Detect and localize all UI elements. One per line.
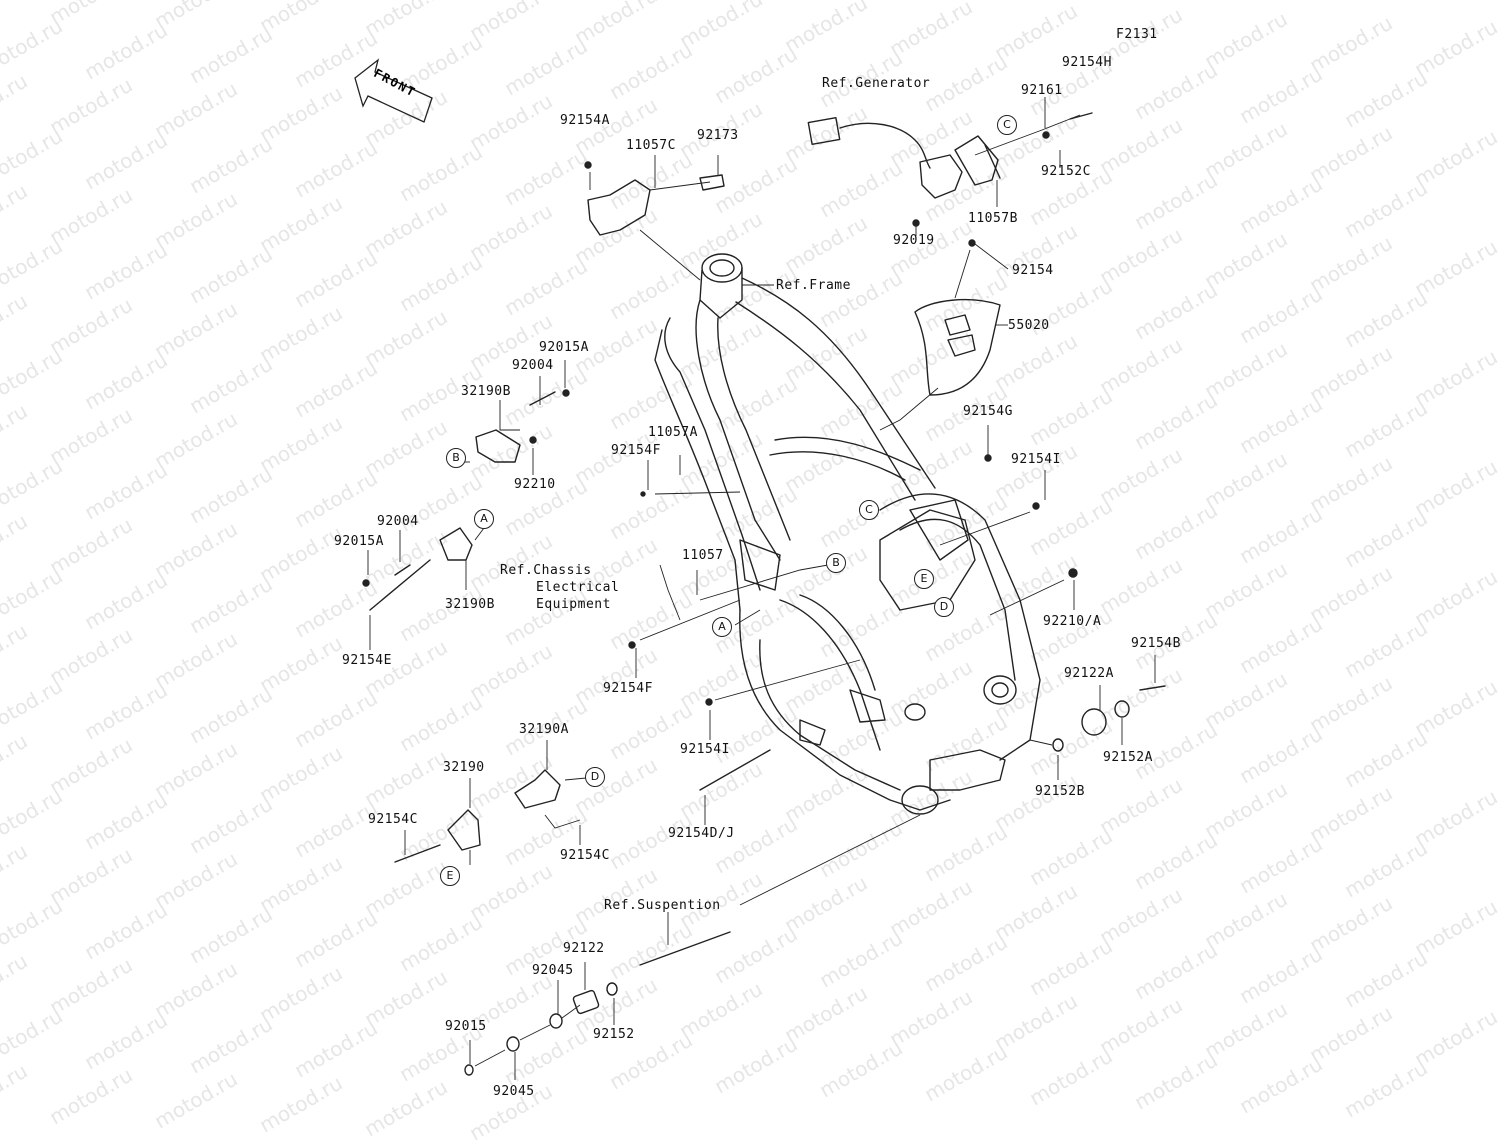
plate-32190b-mid <box>439 527 473 561</box>
part-92154A: 92154A <box>560 113 610 128</box>
part-92152A: 92152A <box>1103 750 1153 765</box>
part-92173: 92173 <box>697 128 739 143</box>
part-92154C-left: 92154C <box>368 812 418 827</box>
part-92161: 92161 <box>1021 83 1063 98</box>
main-frame <box>654 253 1041 815</box>
callout-c-generator: C <box>997 115 1017 135</box>
part-11057: 11057 <box>682 548 724 563</box>
callout-d-frame: D <box>934 597 954 617</box>
part-92154F-top: 92154F <box>611 443 661 458</box>
callout-b-plate: B <box>446 448 466 468</box>
part-92152: 92152 <box>593 1027 635 1042</box>
part-55020: 55020 <box>1008 318 1050 333</box>
part-32190: 32190 <box>443 760 485 775</box>
bolts <box>369 112 1166 966</box>
part-92015A-top: 92015A <box>539 340 589 355</box>
part-92154I-top: 92154I <box>1011 452 1061 467</box>
part-92004-top: 92004 <box>512 358 554 373</box>
ref-generator: Ref.Generator <box>822 76 931 91</box>
ref-chassis-line1: Ref.Chassis <box>500 563 592 578</box>
part-32190B-top: 32190B <box>461 384 511 399</box>
callout-d-bracket: D <box>585 767 605 787</box>
ref-chassis-line2: Electrical <box>536 580 620 595</box>
part-92152B: 92152B <box>1035 784 1085 799</box>
callout-e-frame: E <box>914 569 934 589</box>
part-92015: 92015 <box>445 1019 487 1034</box>
part-92122A: 92122A <box>1064 666 1114 681</box>
callout-c-frame: C <box>859 500 879 520</box>
part-92154I-bot: 92154I <box>680 742 730 757</box>
part-92154G: 92154G <box>963 404 1013 419</box>
part-92019: 92019 <box>893 233 935 248</box>
part-92154F-bot: 92154F <box>603 681 653 696</box>
bracket-32190 <box>447 809 481 851</box>
bracket-11057c <box>587 174 725 236</box>
part-92154: 92154 <box>1012 263 1054 278</box>
callout-e-bracket: E <box>440 866 460 886</box>
part-92154DJ: 92154D/J <box>668 826 735 841</box>
ref-suspension: Ref.Suspention <box>604 898 721 913</box>
bracket-32190a <box>514 769 561 809</box>
ref-chassis-line3: Equipment <box>536 597 611 612</box>
part-92154E: 92154E <box>342 653 392 668</box>
part-92045-bot: 92045 <box>493 1084 535 1099</box>
callout-b-frame: B <box>826 553 846 573</box>
part-11057C: 11057C <box>626 138 676 153</box>
leader-lines <box>367 97 1156 1080</box>
part-92154B: 92154B <box>1131 636 1181 651</box>
part-11057A: 11057A <box>648 425 698 440</box>
ref-frame: Ref.Frame <box>776 278 851 293</box>
chain-guard-55020 <box>914 298 1001 396</box>
front-arrow <box>354 58 433 123</box>
part-92015A-mid: 92015A <box>334 534 384 549</box>
generator-assembly <box>807 117 1001 199</box>
part-92210A: 92210/A <box>1043 614 1102 629</box>
plate-32190b-top <box>475 429 521 463</box>
part-32190A: 32190A <box>519 722 569 737</box>
part-32190B-mid: 32190B <box>445 597 495 612</box>
part-92154H: 92154H <box>1062 55 1112 70</box>
part-92154C-right: 92154C <box>560 848 610 863</box>
pivot-parts <box>464 700 1130 1076</box>
part-92122: 92122 <box>563 941 605 956</box>
small-fasteners <box>362 131 1078 706</box>
callout-a-frame: A <box>712 617 732 637</box>
part-92045-top: 92045 <box>532 963 574 978</box>
callout-a-plate: A <box>474 509 494 529</box>
part-11057B: 11057B <box>968 211 1018 226</box>
part-92152C: 92152C <box>1041 164 1091 179</box>
part-92004-mid: 92004 <box>377 514 419 529</box>
part-92210: 92210 <box>514 477 556 492</box>
figure-code: F2131 <box>1116 27 1158 42</box>
